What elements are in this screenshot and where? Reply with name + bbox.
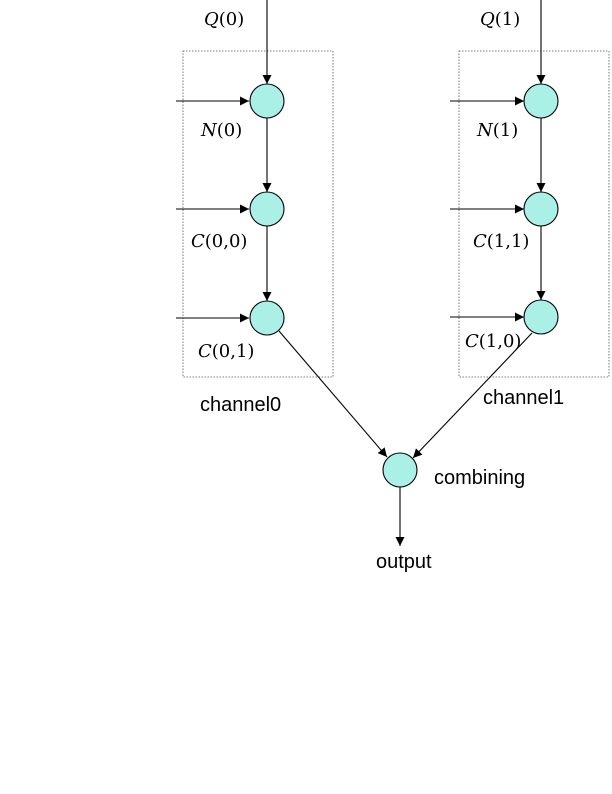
channel1-n-node[interactable] [523,83,559,119]
combining-node[interactable] [382,452,418,488]
channel0-n-node[interactable] [249,83,285,119]
channel1-to-combining-edge [412,332,533,459]
channel0-c01-node[interactable] [249,300,285,336]
channel0-c01-label: C(0,1) [198,341,254,362]
combining-label: combining [434,467,525,489]
channel1-q-label: Q(1) [480,9,520,30]
channel0-q-label: Q(0) [204,9,244,30]
channel0-caption: channel0 [200,394,281,416]
output-label: output [376,551,432,573]
channel1-group: Q(1) N(1) C(1,1) C(1,0) channel1 [450,0,610,409]
channel0-group: Q(0) N(0) C(0,0) C(0,1) channel0 [176,0,334,416]
channel1-c11-node[interactable] [523,191,559,227]
channel1-caption: channel1 [483,387,564,409]
channel1-c11-label: C(1,1) [473,231,529,252]
channel0-c00-node[interactable] [249,191,285,227]
channel0-box [182,50,334,378]
channel1-c10-label: C(1,0) [465,331,521,352]
channel0-n-label: N(0) [200,120,242,141]
channel1-box [458,50,610,378]
channel0-c00-label: C(0,0) [191,231,247,252]
channel0-to-combining-edge [278,330,388,458]
channel1-n-label: N(1) [476,120,518,141]
channel1-c10-node[interactable] [523,299,559,335]
